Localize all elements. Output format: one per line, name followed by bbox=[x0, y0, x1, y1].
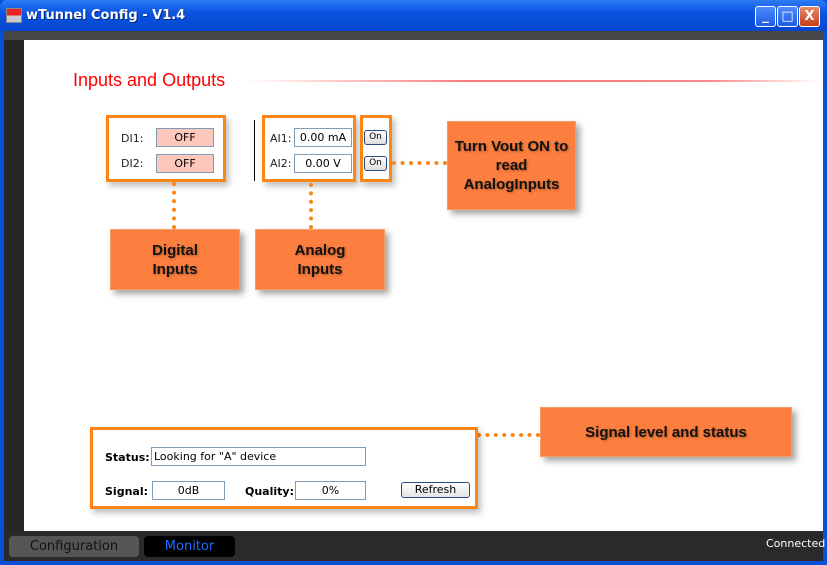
minimize-button[interactable]: _ bbox=[755, 6, 776, 27]
analog-connector bbox=[309, 183, 313, 229]
vout-box bbox=[360, 115, 392, 182]
analog-inputs-box bbox=[262, 115, 356, 182]
tab-monitor[interactable]: Monitor bbox=[144, 536, 235, 557]
vout-connector bbox=[392, 161, 447, 165]
left-panel bbox=[4, 40, 24, 531]
top-strip bbox=[4, 31, 823, 40]
di1-field: OFF bbox=[156, 128, 214, 147]
digital-callout: Digital Inputs bbox=[110, 229, 240, 290]
signal-connector bbox=[477, 433, 540, 437]
ai1-field: 0.00 mA bbox=[294, 128, 352, 147]
di1-label: DI1: bbox=[121, 132, 144, 145]
quality-field: 0% bbox=[295, 481, 366, 500]
ai1-label: AI1: bbox=[270, 132, 292, 145]
status-label: Status: bbox=[105, 451, 150, 464]
signal-label: Signal: bbox=[105, 485, 148, 498]
connection-status: Connected bbox=[766, 537, 826, 550]
analog-callout: Analog Inputs bbox=[255, 229, 385, 290]
section-title: Inputs and Outputs bbox=[73, 70, 226, 90]
bottom-bar bbox=[4, 531, 823, 561]
status-field: Looking for "A" device bbox=[151, 447, 366, 466]
title-bar[interactable]: wTunnel Config - V1.4 _ □ X bbox=[0, 0, 827, 31]
tab-configuration[interactable]: Configuration bbox=[9, 536, 139, 557]
window-title: wTunnel Config - V1.4 bbox=[26, 8, 186, 23]
ai2-label: AI2: bbox=[270, 157, 292, 170]
status-box bbox=[90, 427, 478, 509]
digital-inputs-box bbox=[106, 115, 226, 182]
di2-field: OFF bbox=[156, 154, 214, 173]
ai2-on-button[interactable]: On bbox=[364, 156, 387, 171]
signal-callout: Signal level and status bbox=[540, 407, 792, 457]
maximize-button[interactable]: □ bbox=[777, 6, 798, 27]
digital-connector bbox=[172, 182, 176, 229]
vout-callout: Turn Vout ON to read AnalogInputs bbox=[447, 121, 576, 210]
close-button[interactable]: X bbox=[799, 6, 820, 27]
refresh-button[interactable]: Refresh bbox=[401, 482, 470, 498]
app-icon bbox=[6, 8, 22, 23]
di2-label: DI2: bbox=[121, 157, 144, 170]
ai1-on-button[interactable]: On bbox=[364, 130, 387, 145]
quality-label: Quality: bbox=[245, 485, 294, 498]
ai2-field: 0.00 V bbox=[294, 154, 352, 173]
signal-field: 0dB bbox=[152, 481, 225, 500]
title-divider bbox=[245, 80, 823, 82]
separator bbox=[254, 120, 255, 181]
